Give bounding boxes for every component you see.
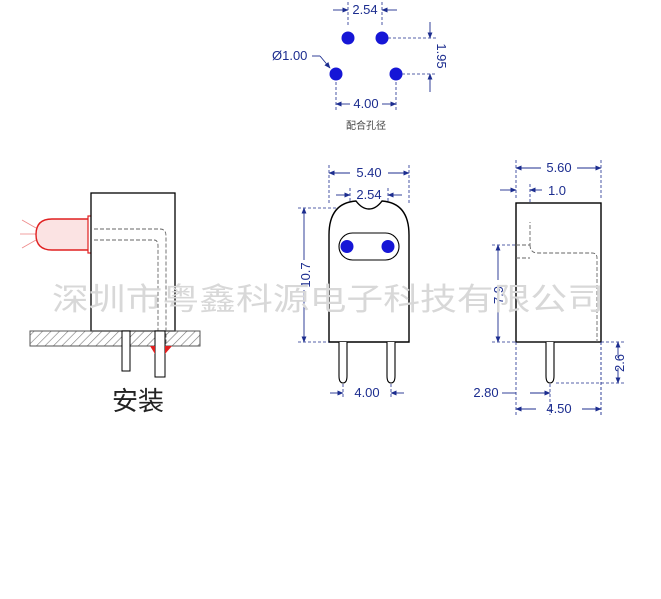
front-lead-pitch-label: 4.00 bbox=[354, 385, 379, 400]
install-view: 安装 bbox=[20, 192, 201, 417]
hole-bottom-right bbox=[389, 67, 403, 81]
front-inner-pitch-label: 2.54 bbox=[356, 187, 381, 202]
holder-body-front bbox=[328, 200, 410, 343]
side-height-label: 7.9 bbox=[491, 286, 506, 304]
side-lead-offset-label: 4.50 bbox=[546, 401, 571, 416]
front-height-label: 10.7 bbox=[298, 262, 313, 287]
side-view: 5.60 1.0 7.9 2.6 2.80 4.50 bbox=[473, 160, 627, 416]
front-view: 5.40 2.54 10.7 4.00 bbox=[298, 165, 410, 400]
hole-bottom-left bbox=[329, 67, 343, 81]
holder-body-side bbox=[90, 192, 176, 332]
hole-pattern-view: 2.54 Ø1.00 1.95 4.00 配合孔径 bbox=[272, 2, 449, 132]
hole-caption: 配合孔径 bbox=[346, 119, 386, 132]
hole-outer-pitch-label: 4.00 bbox=[353, 96, 378, 111]
led-dome bbox=[35, 218, 91, 251]
company-watermark: 深圳市粤鑫科源电子科技有限公司 bbox=[52, 282, 604, 318]
install-caption: 安装 bbox=[112, 387, 164, 417]
hole-row-offset-label: 1.95 bbox=[434, 43, 449, 68]
front-hole-left bbox=[340, 240, 354, 253]
side-left-offset-label: 2.80 bbox=[473, 385, 498, 400]
side-offset-label: 1.0 bbox=[548, 183, 566, 198]
front-hole-right bbox=[381, 240, 395, 253]
side-width-label: 5.60 bbox=[546, 160, 571, 175]
holder-body-side-view bbox=[515, 202, 602, 343]
led-window bbox=[338, 232, 400, 261]
hole-top-left bbox=[341, 31, 355, 45]
front-width-label: 5.40 bbox=[356, 165, 381, 180]
hole-top-right bbox=[375, 31, 389, 45]
hole-pitch-label: 2.54 bbox=[352, 2, 377, 17]
pcb-board bbox=[29, 330, 201, 347]
hole-diameter-label: Ø1.00 bbox=[272, 48, 307, 63]
side-lead-length-label: 2.6 bbox=[612, 354, 627, 372]
